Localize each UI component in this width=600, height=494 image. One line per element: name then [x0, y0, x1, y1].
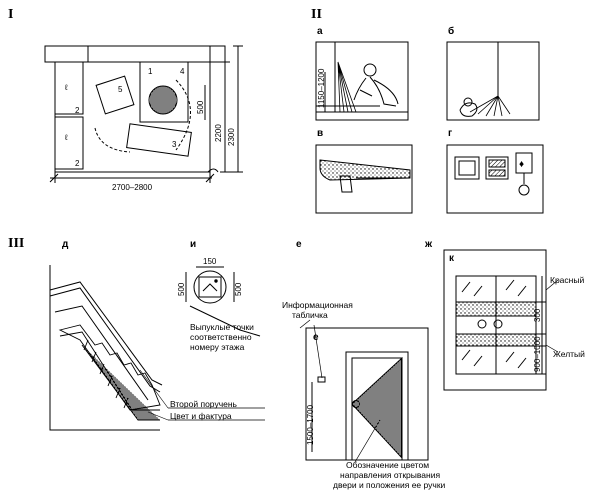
panel-i-sign: и	[185, 239, 261, 337]
plan-top-wall	[44, 45, 226, 63]
label-yellow: Желтый	[553, 349, 585, 359]
panel-e-letter: е	[296, 239, 302, 250]
sign-dim-right: 500	[234, 282, 243, 296]
window-dim-upper: 300	[533, 308, 542, 322]
sign-dim-top: 150	[203, 257, 217, 266]
panel-e-door: е	[296, 239, 429, 463]
sign-dim-left: 500	[177, 282, 186, 296]
label-second-handrail: Второй поручень	[170, 399, 238, 409]
label-convex-2: соответственно	[190, 332, 252, 342]
panel-b: б	[446, 25, 540, 121]
plan-width-dim: 2700–2800	[112, 183, 153, 192]
panel-g: г ♦	[446, 128, 544, 214]
label-color-texture: Цвет и фактура	[170, 411, 232, 421]
panel-zh-letter: ж	[424, 239, 433, 250]
plan-num-5: 5	[118, 85, 123, 94]
panel-d-stairs: д	[49, 239, 265, 431]
label-convex-3: номеру этажа	[190, 342, 245, 352]
swing-arc	[175, 79, 191, 151]
label-door-mark-1: Обозначение цветом	[346, 460, 429, 470]
plan-mark-lower: ℓ	[64, 133, 68, 142]
label-door-mark-2: направления открывания	[340, 470, 440, 480]
section-I-heading: I	[8, 7, 13, 22]
panel-b-letter: б	[448, 25, 454, 37]
plan-cabin	[44, 45, 243, 183]
door-letter: е	[313, 332, 319, 343]
bench-lower	[54, 116, 84, 170]
label-convex-1: Выпуклые точки	[190, 322, 254, 332]
door-dim: 1500–1700	[306, 404, 315, 445]
plan-table	[139, 61, 189, 123]
section-II-heading: II	[311, 7, 322, 22]
label-red: Красный	[550, 275, 584, 285]
plan-item-3	[126, 123, 192, 157]
panel-g-letter: г	[448, 128, 452, 139]
panel-a: а 1150–1200	[315, 26, 409, 121]
plan-num-2a: 2	[75, 106, 80, 115]
panel-d-letter: д	[62, 239, 69, 250]
plan-depth-inner: 2200	[214, 124, 223, 142]
plan-chair	[95, 75, 135, 115]
bench-upper	[54, 61, 84, 115]
window-dim-lower: 900–1000	[533, 336, 542, 372]
svg-text:♦: ♦	[519, 159, 524, 170]
panel-v-letter: в	[317, 128, 323, 139]
label-info-plate-1: Информационная	[282, 300, 353, 310]
plan-mark-upper: ℓ	[64, 83, 68, 92]
plan-num-3: 3	[172, 140, 177, 149]
plan-num-4: 4	[180, 67, 185, 76]
window-letter: к	[449, 253, 455, 264]
plan-clear-dim: 500	[196, 100, 205, 114]
panel-v: в	[315, 128, 413, 214]
panel-zh-window: ж	[424, 239, 559, 391]
plan-depth-outer: 2300	[227, 128, 236, 146]
panel-a-dim: 1150–1200	[317, 68, 326, 108]
plan-num-1: 1	[148, 67, 153, 76]
section-III-heading: III	[8, 236, 24, 251]
plan-num-2b: 2	[75, 159, 80, 168]
panel-a-letter: а	[317, 26, 323, 37]
label-info-plate-2: табличка	[292, 310, 328, 320]
panel-i-letter: и	[190, 239, 196, 250]
plan-circle	[148, 85, 178, 115]
label-door-mark-3: двери и положения ее ручки	[333, 480, 446, 490]
